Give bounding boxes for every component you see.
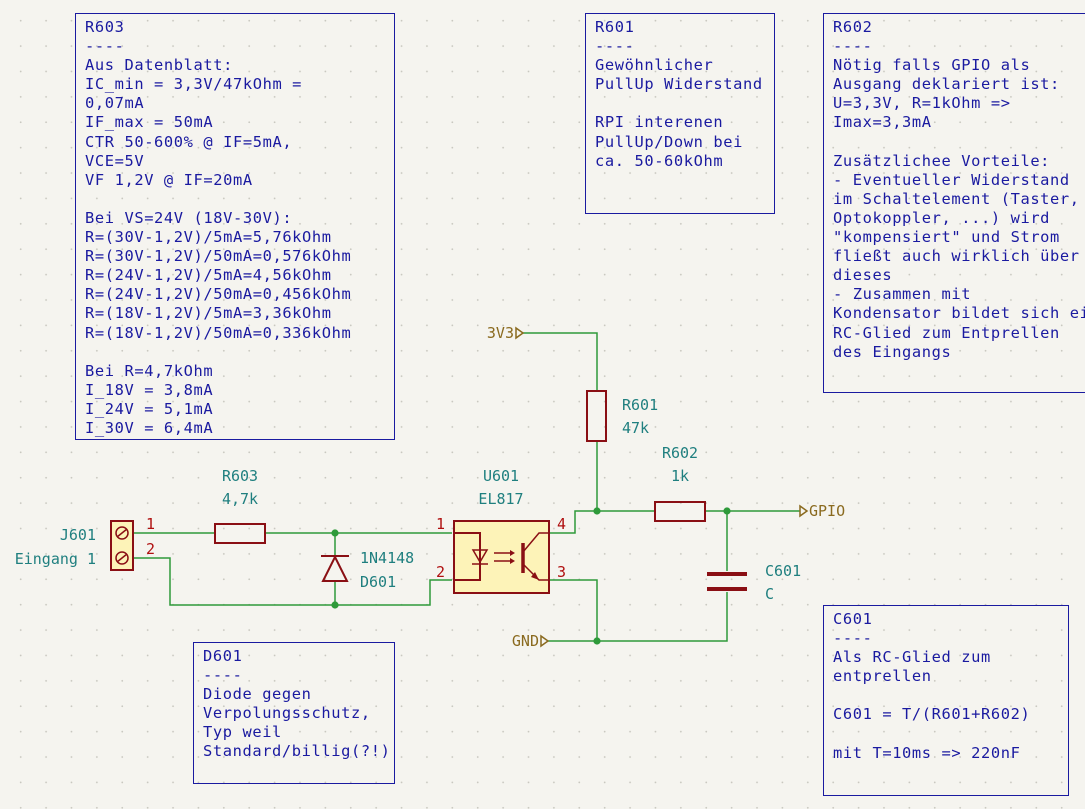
note-c601: C601 ---- Als RC-Glied zum entprellen C6… (823, 605, 1069, 796)
r601-ref: R601 (622, 396, 658, 414)
junctions (331, 507, 731, 645)
net-label-gpio-text: GPIO (809, 502, 845, 520)
note-d601: D601 ---- Diode gegen Verpolungsschutz, … (193, 642, 395, 784)
d601-value: 1N4148 (360, 549, 414, 567)
capacitor-c601: C601 C (707, 562, 801, 603)
note-r602: R602 ---- Nötig falls GPIO als Ausgang d… (823, 13, 1085, 393)
net-label-3v3-text: 3V3 (487, 324, 514, 342)
c601-value: C (765, 585, 774, 603)
u601-pin-4: 4 (557, 515, 566, 533)
wires (133, 332, 800, 642)
u601-value: EL817 (478, 490, 523, 508)
c601-ref: C601 (765, 562, 801, 580)
j601-value: Eingang 1 (15, 550, 96, 568)
net-label-gpio: GPIO (799, 502, 845, 520)
resistor-r602: R602 1k (654, 444, 706, 522)
u601-ref: U601 (483, 467, 519, 485)
u601-pin-3: 3 (557, 563, 566, 581)
note-r601: R601 ---- Gewöhnlicher PullUp Widerstand… (585, 13, 775, 214)
j601-pin-1: 1 (146, 515, 155, 533)
net-label-gnd: GND (512, 632, 550, 650)
note-r603: R603 ---- Aus Datenblatt: IC_min = 3,3V/… (75, 13, 395, 440)
d601-ref: D601 (360, 573, 396, 591)
r602-value: 1k (671, 467, 689, 485)
diode-d601: 1N4148 D601 (321, 549, 414, 591)
net-label-gnd-text: GND (512, 632, 539, 650)
connector-j601: 1 2 J601 Eingang 1 (15, 515, 155, 571)
u601-pin-1: 1 (436, 515, 445, 533)
net-label-3v3: 3V3 (487, 324, 525, 342)
j601-ref: J601 (60, 526, 96, 544)
r603-ref: R603 (222, 467, 258, 485)
resistor-r601: R601 47k (586, 390, 658, 442)
r603-value: 4,7k (222, 490, 258, 508)
r602-ref: R602 (662, 444, 698, 462)
optocoupler-u601: U601 EL817 1 2 3 4 (436, 467, 566, 594)
r601-value: 47k (622, 419, 649, 437)
u601-pin-2: 2 (436, 563, 445, 581)
resistor-r603: R603 4,7k (214, 467, 266, 544)
j601-pin-2: 2 (146, 540, 155, 558)
